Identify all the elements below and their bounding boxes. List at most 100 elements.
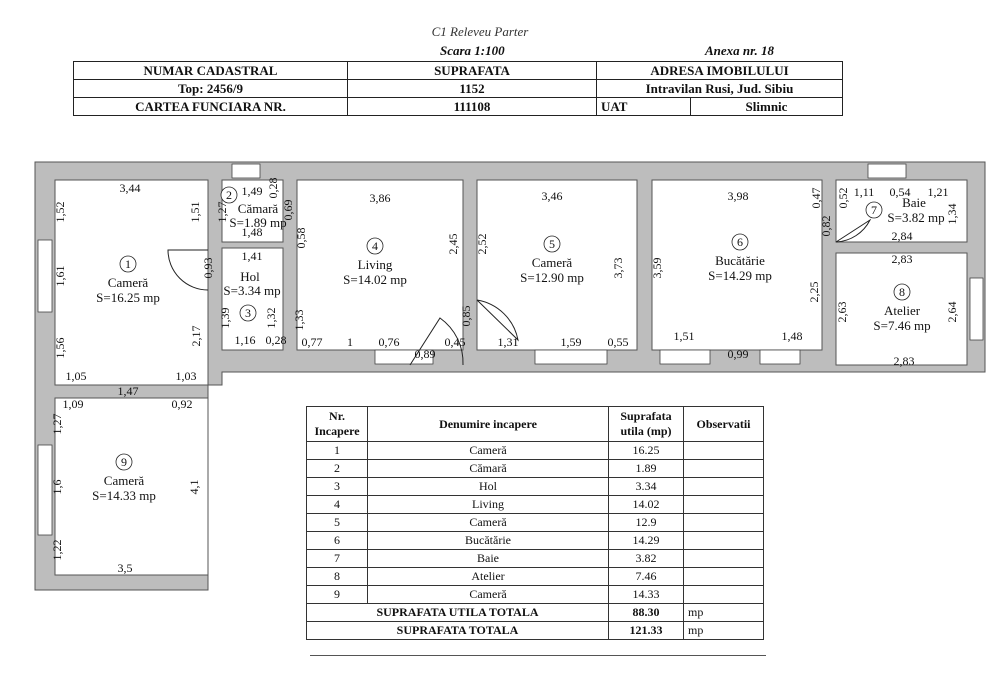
uat-value: Slimnic	[690, 97, 843, 116]
area-header: SUPRAFATA	[347, 61, 597, 80]
room-area-cell: 14.33	[608, 585, 684, 604]
dimension-label: 3,86	[370, 191, 391, 205]
dimension-label: 1,49	[242, 184, 263, 198]
room-number-cell: 4	[306, 495, 368, 514]
dimension-label: 1,11	[854, 185, 875, 199]
room-area-cell: 12.9	[608, 513, 684, 532]
dimension-label: 2,84	[892, 229, 913, 243]
signature-strip	[310, 655, 766, 673]
dimension-label: 1,34	[945, 204, 959, 225]
room-number-cell: 6	[306, 531, 368, 550]
room-number: 1	[125, 257, 131, 271]
dimension-label: 1,03	[176, 369, 197, 383]
room-name: Cameră	[108, 275, 149, 290]
room-number: 6	[737, 235, 743, 249]
room-name: Living	[358, 257, 393, 272]
room-number-circle	[893, 283, 911, 301]
room-number-circle	[115, 453, 133, 471]
room-name-cell: Cameră	[367, 585, 609, 604]
room-area: S=12.90 mp	[520, 270, 584, 285]
property-address: Intravilan Rusi, Jud. Sibiu	[596, 79, 843, 98]
dimension-label: 1,51	[188, 202, 202, 223]
rooms-table: Nr. Incapere Denumire incapere Suprafata…	[306, 406, 764, 640]
dimension-label: 1,32	[264, 308, 278, 329]
room-number-circle	[119, 255, 137, 273]
room-observation-cell	[683, 585, 764, 604]
dimension-label: 2,83	[894, 354, 915, 368]
dimension-label: 1,52	[53, 202, 67, 223]
address-header: ADRESA IMOBILULUI	[596, 61, 843, 80]
dimension-label: 0,77	[302, 335, 323, 349]
room-name-cell: Cămară	[367, 459, 609, 478]
room-area-cell: 14.02	[608, 495, 684, 514]
room-number: 4	[372, 239, 378, 253]
total-useful-label: SUPRAFATA UTILA TOTALA	[306, 603, 609, 622]
dimension-label: 1,16	[235, 333, 256, 347]
dimension-label: 0,69	[281, 200, 295, 221]
cadastral-number-header: NUMAR CADASTRAL	[73, 61, 348, 80]
room-name: Atelier	[884, 303, 921, 318]
dimension-label: 2,83	[892, 252, 913, 266]
room-number-circle	[366, 237, 384, 255]
room-number: 5	[549, 237, 555, 251]
dimension-label: 1,22	[50, 540, 64, 561]
room-name: Baie	[902, 195, 926, 210]
room-number: 8	[899, 285, 905, 299]
dimension-label: 0,47	[809, 188, 823, 209]
dimension-label: 1,56	[53, 338, 67, 359]
land-book-label: CARTEA FUNCIARA NR.	[73, 97, 348, 116]
dimension-label: 0,28	[266, 178, 280, 199]
rooms-table-header: Nr. Incapere Denumire incapere Suprafata…	[306, 406, 764, 442]
dimension-label: 0,76	[379, 335, 400, 349]
room-area: S=3.34 mp	[223, 283, 280, 298]
dimension-label: 1,27	[215, 202, 229, 223]
room-area-cell: 3.34	[608, 477, 684, 496]
room-number-cell: 7	[306, 549, 368, 568]
total-area-label: SUPRAFATA TOTALA	[306, 621, 609, 640]
dimension-label: 3,5	[118, 561, 133, 575]
dimension-label: 3,46	[542, 189, 563, 203]
room-number: 3	[245, 306, 251, 320]
room-number: 7	[871, 203, 877, 217]
dimension-label: 1,61	[53, 266, 67, 287]
dimension-label: 2,64	[945, 302, 959, 323]
room-area: S=7.46 mp	[873, 318, 930, 333]
room-observation-cell	[683, 567, 764, 586]
room-number: 9	[121, 455, 127, 469]
room-name: Bucătărie	[715, 253, 765, 268]
dimension-label: 3,44	[120, 181, 141, 195]
dimension-label: 0,28	[266, 333, 287, 347]
dimension-label: 0,58	[294, 228, 308, 249]
dimension-label: 0,93	[201, 258, 215, 279]
room-number-circle	[865, 201, 883, 219]
total-useful-row: SUPRAFATA UTILA TOTALA 88.30 mp	[306, 603, 764, 622]
land-book-row: CARTEA FUNCIARA NR. 111108 UAT Slimnic	[73, 97, 843, 116]
room-name-cell: Hol	[367, 477, 609, 496]
dimension-label: 2,52	[475, 234, 489, 255]
dimension-label: 3,59	[650, 258, 664, 279]
room-number-cell: 5	[306, 513, 368, 532]
room-number-cell: 8	[306, 567, 368, 586]
room-area: S=3.82 mp	[887, 210, 944, 225]
room-observation-cell	[683, 477, 764, 496]
room-observation-cell	[683, 531, 764, 550]
room-name-cell: Atelier	[367, 567, 609, 586]
dimension-label: 0,99	[728, 347, 749, 361]
total-area-unit: mp	[683, 621, 764, 640]
dimension-label: 3,98	[728, 189, 749, 203]
room-area-cell: 14.29	[608, 531, 684, 550]
dimension-label: 1,39	[218, 308, 232, 329]
room-name-cell: Bucătărie	[367, 531, 609, 550]
room-name-cell: Cameră	[367, 513, 609, 532]
room-area-cell: 16.25	[608, 441, 684, 460]
room-number-cell: 2	[306, 459, 368, 478]
